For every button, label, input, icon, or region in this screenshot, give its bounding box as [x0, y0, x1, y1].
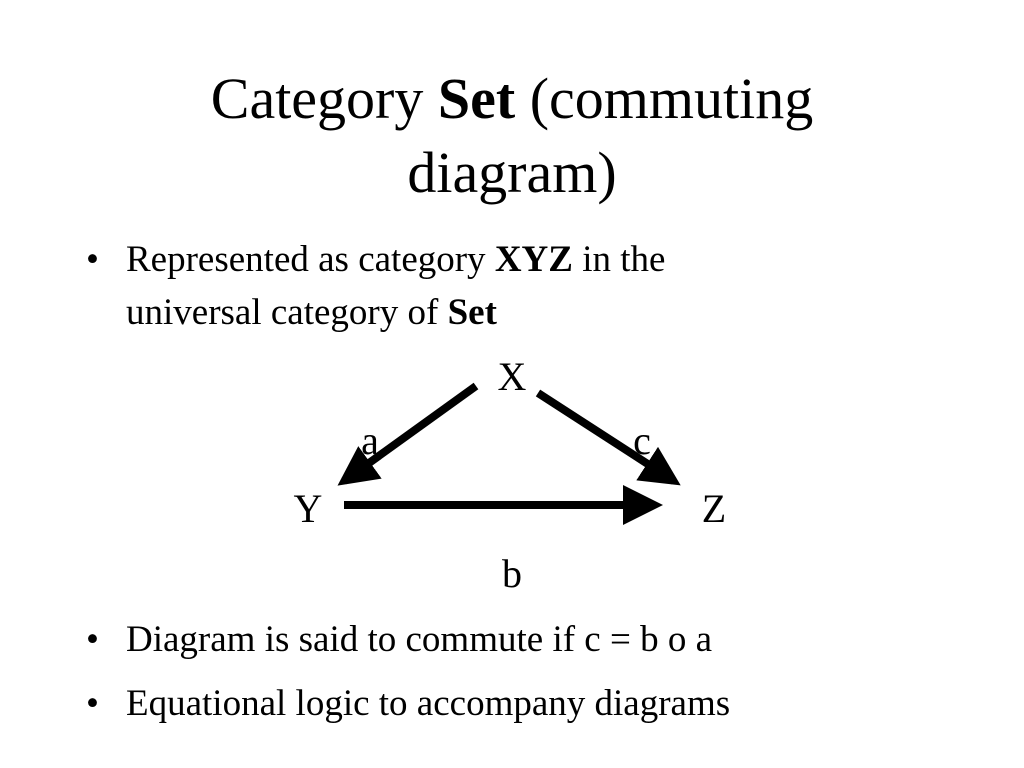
- label-a: a: [361, 418, 379, 463]
- node-y: Y: [294, 486, 323, 531]
- bullet-line-2: universal category of Set: [126, 286, 665, 339]
- label-b: b: [502, 551, 522, 596]
- bullet-text-suffix: in the: [572, 239, 666, 280]
- bullet-marker: •: [86, 239, 99, 280]
- title-text-category: Category: [210, 66, 438, 131]
- bullet-text-set: Set: [447, 292, 497, 333]
- bullet-marker: •: [86, 683, 99, 724]
- bullet-text-prefix: Represented as category: [126, 239, 495, 280]
- bullet-text-xyz: XYZ: [494, 239, 573, 280]
- node-z: Z: [702, 486, 726, 531]
- label-c: c: [633, 418, 651, 463]
- bullet-text-universal: universal category of: [126, 292, 448, 333]
- slide-title: Category Set (commuting diagram): [0, 62, 1024, 210]
- bullet-text: Diagram is said to commute if c = b o a: [126, 619, 713, 660]
- bullet-line-1: Represented as category XYZ in the: [126, 233, 665, 286]
- title-line-1: Category Set (commuting: [0, 62, 1024, 136]
- node-x: X: [498, 354, 527, 399]
- title-line-2: diagram): [407, 140, 617, 205]
- title-text-commuting: (commuting: [515, 66, 814, 131]
- arrow-c: [535, 389, 681, 486]
- arrow-a: [337, 382, 479, 486]
- bullet-text: Represented as category XYZ in the unive…: [126, 233, 665, 339]
- bullet-text: Equational logic to accompany diagrams: [126, 683, 731, 724]
- bullet-marker: •: [86, 619, 99, 660]
- title-text-set: Set: [437, 66, 516, 131]
